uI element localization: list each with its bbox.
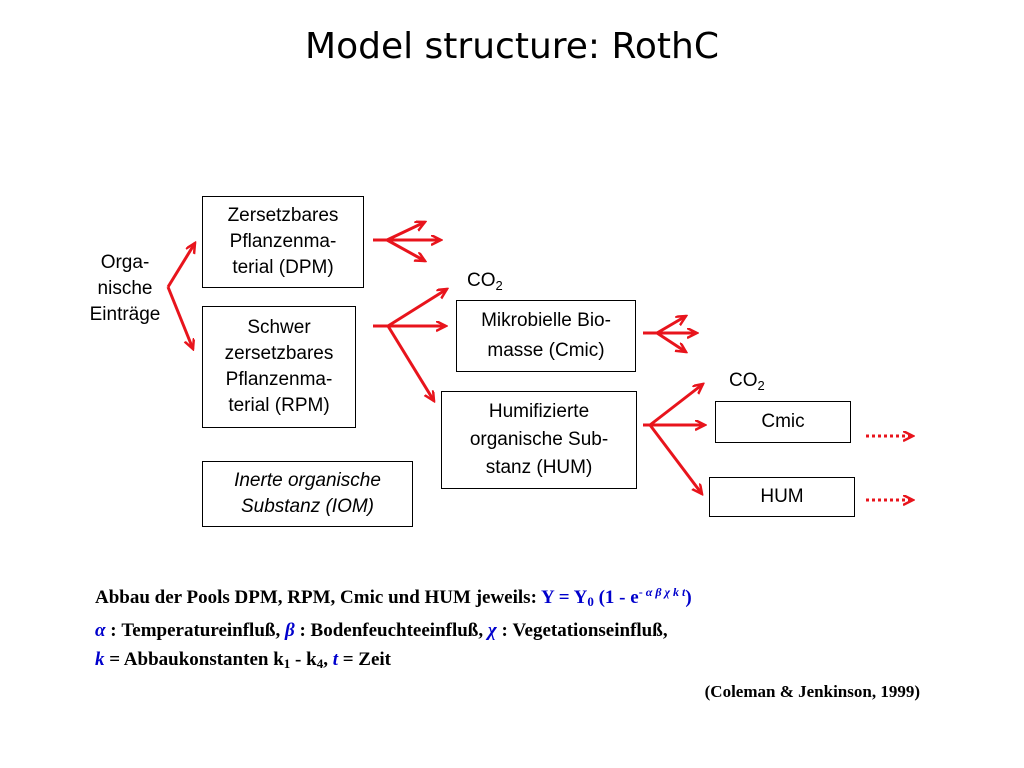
rpm-box: Schwer zersetzbares Pflanzenma- terial (… [202,306,356,428]
arrow-rpm-co2 [387,289,447,328]
hum-label: Humifizierte organische Sub- stanz (HUM) [469,401,609,478]
arrow-dpm-co2 [386,222,425,242]
co2-label-2: CO2 [729,370,765,393]
co2-label-1: CO2 [467,270,503,293]
hum-out-box: HUM [709,477,855,517]
cmic-out-box: Cmic [715,401,851,443]
formula-block: Abbau der Pools DPM, RPM, Cmic und HUM j… [95,578,692,678]
arrow-rpm-hum [386,325,434,401]
iom-label: Inerte organische Substanz (IOM) [234,470,381,517]
formula-line-1: Abbau der Pools DPM, RPM, Cmic und HUM j… [95,585,692,609]
arrow-input-to-rpm [166,286,193,349]
dpm-box: Zersetzbares Pflanzenma- terial (DPM) [202,196,364,288]
cmic-out-label: Cmic [761,411,805,432]
arrow-hum-co2 [649,384,703,427]
formula-line-2: α : Temperatureinfluß, β : Bodenfeuchtee… [95,620,668,641]
iom-box: Inerte organische Substanz (IOM) [202,461,413,527]
hum-box: Humifizierte organische Sub- stanz (HUM) [441,391,637,489]
bio-box: Mikrobielle Bio- masse (Cmic) [456,300,636,372]
rpm-label: Schwer zersetzbares Pflanzenma- terial (… [224,317,334,416]
arrow-hum-hum [648,424,702,494]
hum-out-label: HUM [760,486,804,507]
formula-line-3: k = Abbaukonstanten k1 - k4, t = Zeit [95,649,392,671]
bio-label: Mikrobielle Bio- masse (Cmic) [481,310,611,361]
arrow-bio-co2 [656,316,686,335]
arrow-bio-hum [656,331,686,352]
citation: (Coleman & Jenkinson, 1999) [704,682,920,701]
arrow-input-to-dpm [166,243,195,288]
page-title: Model structure: RothC [305,26,719,67]
input-label: Orga- nische Einträge [89,252,161,325]
dpm-label: Zersetzbares Pflanzenma- terial (DPM) [227,205,339,278]
arrow-dpm-hum [386,238,425,261]
